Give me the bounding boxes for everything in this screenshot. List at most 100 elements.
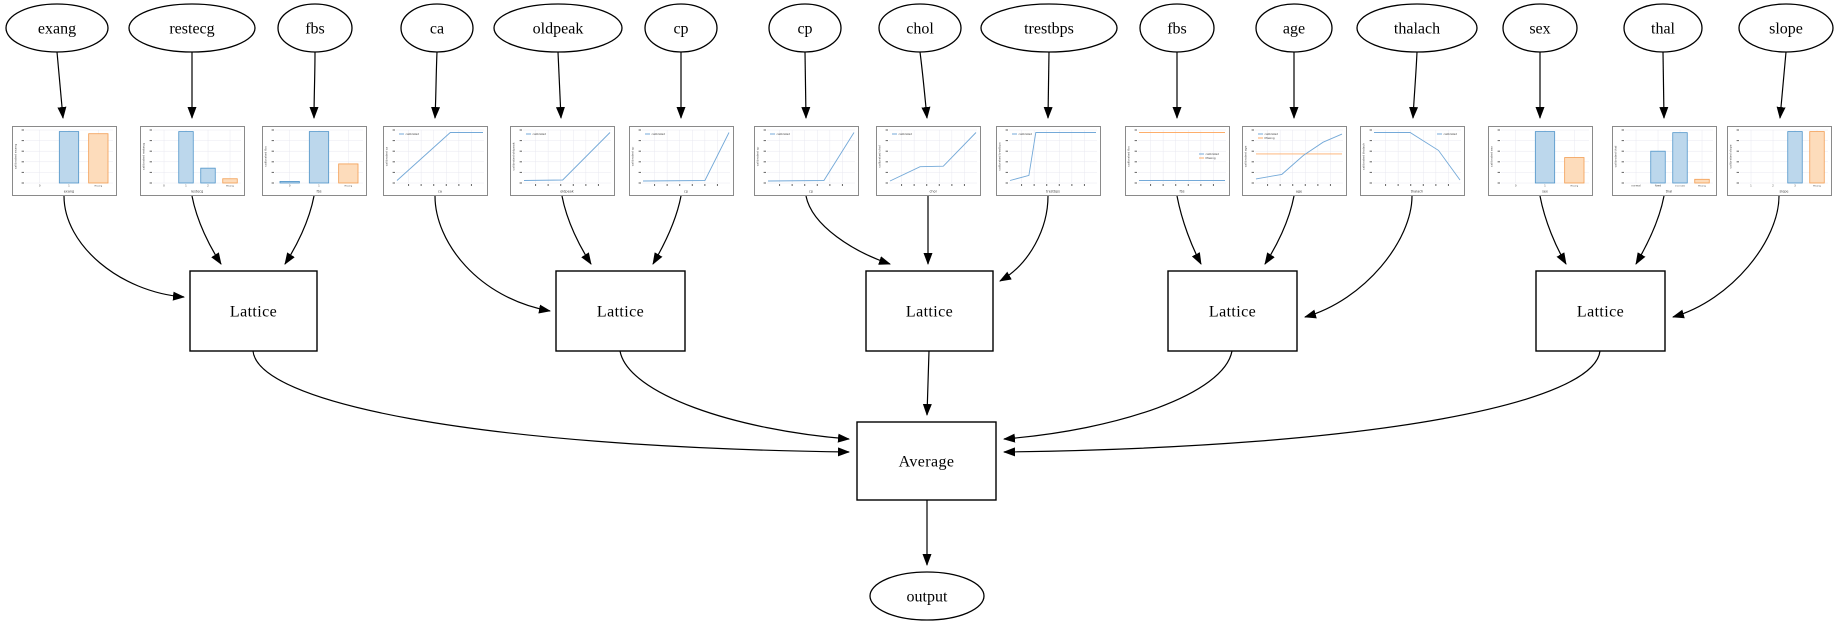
- edges-layer: [56, 51, 1787, 566]
- chart-xlabel: sex: [1542, 190, 1548, 194]
- y-tick: [1005, 171, 1008, 173]
- y-tick: [21, 129, 24, 131]
- feature-label-thal: thal: [1651, 21, 1676, 38]
- feature-ellipse-fbs: [277, 3, 353, 53]
- y-tick: [1251, 140, 1254, 142]
- bar-orange: [1564, 157, 1585, 184]
- edge-cal-age-to-lattice4: [1264, 195, 1295, 265]
- x-tick: [1162, 184, 1164, 186]
- x-tick: [1317, 184, 1319, 186]
- y-tick: [638, 161, 641, 163]
- calibration-line-blue: [1009, 132, 1096, 181]
- chart-ylabel: calibrated chol: [878, 145, 882, 167]
- y-tick: [1621, 182, 1624, 184]
- output-node: output: [869, 571, 985, 621]
- legend-label: calibrated: [652, 132, 666, 136]
- calibration-line-blue: [523, 132, 611, 181]
- x-tick: [1447, 184, 1449, 186]
- bar-blue: [279, 181, 300, 184]
- chart-ylabel: calibrated fbs: [1127, 146, 1131, 167]
- x-tick: [1397, 184, 1399, 186]
- chart-ylabel: calibrated restecg: [142, 143, 146, 170]
- x-tick: [804, 184, 806, 186]
- x-tick: [704, 184, 706, 186]
- x-tick-label: 0: [39, 184, 41, 188]
- lattice-node-3: Lattice: [865, 270, 994, 352]
- x-tick-label: 0: [1515, 184, 1517, 188]
- y-tick: [519, 150, 522, 152]
- edge-cal-cp-to-lattice2: [652, 195, 682, 265]
- chart-xlabel: chol: [929, 190, 936, 194]
- y-tick: [1251, 171, 1254, 173]
- y-tick: [1497, 171, 1500, 173]
- y-tick: [1736, 182, 1739, 184]
- feature-node-4-oldpeak: oldpeak: [493, 3, 623, 53]
- chart-xlabel: age: [1296, 190, 1302, 194]
- bar-orange: [338, 163, 359, 184]
- x-tick: [433, 184, 435, 186]
- feature-node-3-ca: ca: [400, 3, 474, 53]
- feature-ellipse-cp: [768, 3, 842, 53]
- y-tick: [519, 161, 522, 163]
- y-tick: [21, 140, 24, 142]
- y-tick: [1497, 161, 1500, 163]
- x-tick: [791, 184, 793, 186]
- y-tick: [1621, 140, 1624, 142]
- edge-exang-to-calibrator: [56, 51, 67, 119]
- lattice-box: [555, 270, 686, 352]
- y-tick: [763, 150, 766, 152]
- feature-label-oldpeak: oldpeak: [533, 21, 584, 38]
- x-tick: [1175, 184, 1177, 186]
- x-tick: [1410, 184, 1412, 186]
- feature-label-cp: cp: [797, 21, 812, 38]
- edge-cal-fbs-to-lattice1: [284, 195, 315, 265]
- legend-label: calibrated: [406, 132, 420, 136]
- y-tick: [149, 161, 152, 163]
- feature-ellipse-exang: [5, 3, 109, 53]
- calibration-line-blue: [396, 132, 483, 181]
- chart-ylabel: calibrated trestbps: [998, 142, 1002, 171]
- bar-blue: [1672, 132, 1688, 184]
- edge-lattice2-to-average: [619, 350, 850, 443]
- x-tick: [585, 184, 587, 186]
- feature-node-11-thalach: thalach: [1356, 3, 1478, 53]
- feature-label-fbs: fbs: [305, 21, 325, 38]
- chart-xlabel: thalach: [1411, 190, 1424, 194]
- x-tick: [1304, 184, 1306, 186]
- edge-ca-to-calibrator: [431, 51, 441, 119]
- y-tick: [149, 150, 152, 152]
- feature-ellipse-age: [1255, 3, 1333, 53]
- chart-xlabel: fbs: [316, 190, 321, 194]
- x-tick: [1329, 184, 1331, 186]
- y-tick: [1369, 182, 1372, 184]
- edge-chol-to-calibrator: [919, 51, 931, 119]
- y-tick: [1251, 129, 1254, 131]
- edge-cal-exang-to-lattice1: [63, 195, 185, 301]
- chart-ylabel: calibrated exang: [14, 144, 18, 169]
- lattice-box: [1167, 270, 1298, 352]
- y-tick: [271, 150, 274, 152]
- edge-cp2-to-calibrator: [801, 51, 811, 119]
- legend-label: calibrated: [899, 132, 913, 136]
- x-tick: [1200, 184, 1202, 186]
- feature-label-fbs: fbs: [1167, 21, 1187, 38]
- feature-label-cp: cp: [673, 21, 688, 38]
- legend-label: calibrated: [1265, 132, 1279, 136]
- chart-xlabel: slope: [1779, 190, 1788, 194]
- bar-blue: [1787, 131, 1803, 184]
- y-tick: [638, 129, 641, 131]
- x-tick-label: Missing: [344, 186, 352, 188]
- y-tick: [1005, 150, 1008, 152]
- x-tick: [691, 184, 693, 186]
- lattice-label: Lattice: [906, 304, 953, 321]
- x-tick: [1435, 184, 1437, 186]
- x-tick-label: 2: [1772, 184, 1774, 188]
- x-tick-label: 1: [318, 184, 320, 188]
